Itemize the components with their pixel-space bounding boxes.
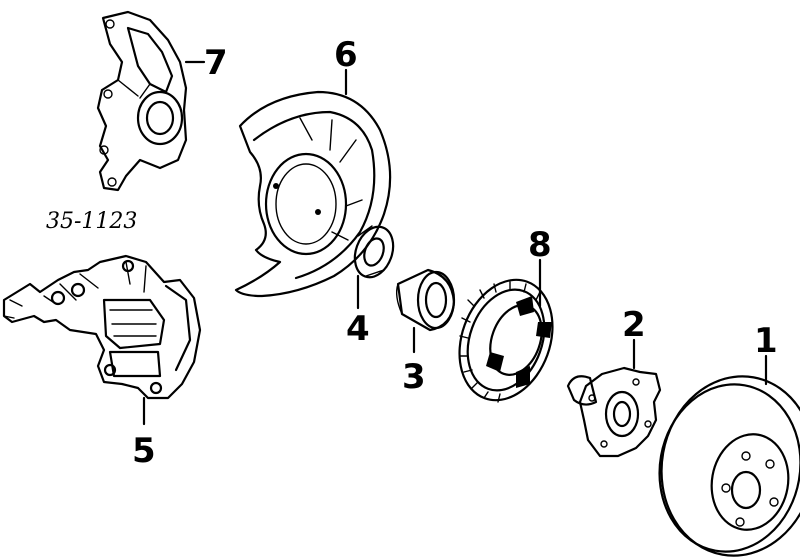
callout-3: 3 (402, 357, 426, 397)
caliper-part-5 (2, 254, 202, 426)
callout-4: 4 (346, 309, 370, 349)
callout-5: 5 (132, 431, 156, 471)
part-number-label: 35-1123 (46, 209, 137, 234)
callout-7: 7 (204, 43, 228, 83)
callout-1: 1 (754, 321, 778, 361)
seal-part-4 (353, 225, 395, 310)
bearing-part-3 (395, 268, 456, 354)
knuckle-part-7 (96, 10, 206, 192)
rotor-part-1 (658, 354, 800, 557)
callout-2: 2 (622, 305, 646, 345)
hub-part-8 (458, 258, 554, 403)
callout-6: 6 (334, 35, 358, 75)
callout-8: 8 (528, 225, 552, 265)
dust-shield-part-6 (234, 68, 392, 298)
flange-part-2 (566, 338, 662, 458)
